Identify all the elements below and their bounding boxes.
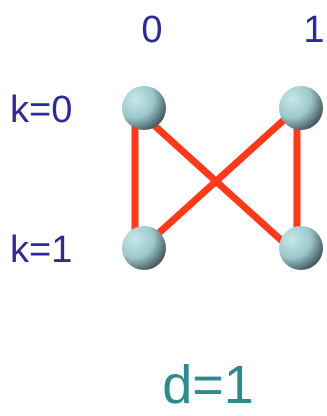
- edge-0top-to-1bottom: [142, 114, 296, 254]
- column-label-1: 1: [303, 9, 324, 51]
- node-k1-0: [122, 226, 166, 270]
- column-label-0: 0: [141, 9, 162, 51]
- node-k1-1: [279, 226, 323, 270]
- node-k0-1: [279, 86, 323, 130]
- row-label-k1: k=1: [10, 229, 72, 271]
- edges: [131, 106, 301, 254]
- row-label-k0: k=0: [10, 89, 72, 131]
- node-k0-0: [122, 86, 166, 130]
- edge-1top-to-0bottom: [136, 114, 290, 254]
- dimension-caption: d=1: [162, 355, 254, 415]
